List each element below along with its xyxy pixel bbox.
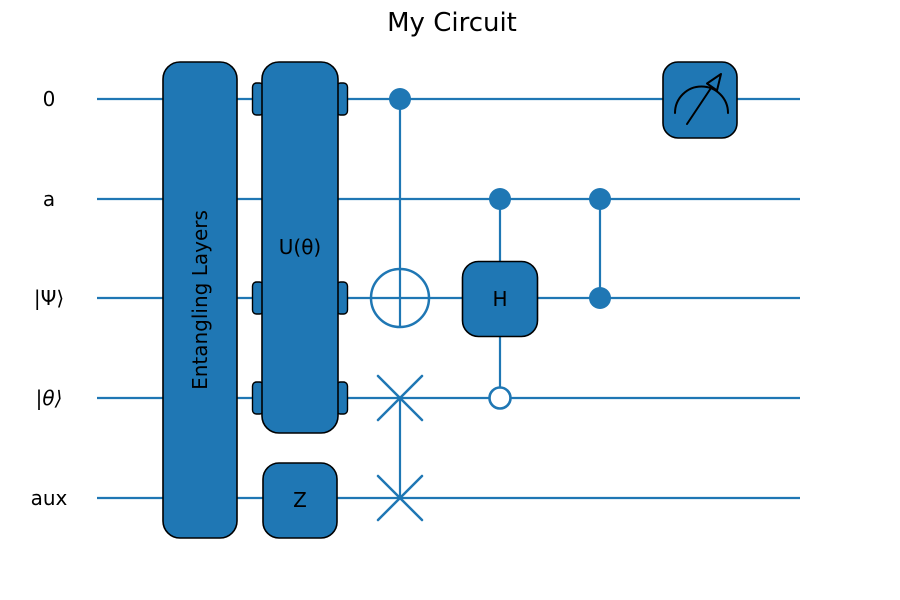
cz-gate: [589, 188, 611, 309]
swap-gate: [376, 374, 424, 522]
h-control-dot: [489, 188, 511, 210]
entangling-layers-box: [162, 61, 238, 539]
measurement-box: [662, 61, 738, 139]
swap-x-theta-2: [376, 374, 424, 422]
wire-label-theta: |θ⟩: [36, 386, 63, 410]
cz-dot-psi: [589, 287, 611, 309]
h-gate-label: H: [492, 287, 507, 311]
swap-x-aux-2: [376, 474, 424, 522]
cnot-gate: [369, 88, 431, 329]
z-gate-label: Z: [293, 488, 307, 512]
z-gate-box: [262, 462, 338, 539]
wire-label-aux: aux: [31, 486, 68, 510]
u-theta-label: U(θ): [279, 235, 321, 259]
cz-dot-a: [589, 188, 611, 210]
measurement-gate: [662, 61, 738, 139]
figure-title: My Circuit: [387, 8, 517, 38]
entangling-layers-gate: Entangling Layers: [162, 61, 238, 539]
h-open-control-circle: [488, 386, 512, 410]
u-theta-box: [261, 61, 339, 434]
entangling-layers-label: Entangling Layers: [188, 210, 212, 390]
cnot-target-icon: [369, 267, 431, 329]
u-theta-gate: U(θ): [251, 61, 349, 434]
wire-labels: 0 a |Ψ⟩ |θ⟩ aux: [31, 87, 68, 510]
cnot-control-dot: [389, 88, 411, 110]
wire-label-0: 0: [43, 87, 56, 111]
z-gate: Z: [262, 462, 338, 539]
wire-label-a: a: [43, 187, 55, 211]
gauge-arrow-icon: [706, 73, 722, 92]
gauge-needle-icon: [686, 87, 712, 125]
gauge-arc-icon: [674, 85, 729, 114]
h-gate-box: [461, 260, 539, 338]
controlled-h-gate: H: [461, 188, 539, 410]
wire-label-psi: |Ψ⟩: [34, 286, 64, 310]
